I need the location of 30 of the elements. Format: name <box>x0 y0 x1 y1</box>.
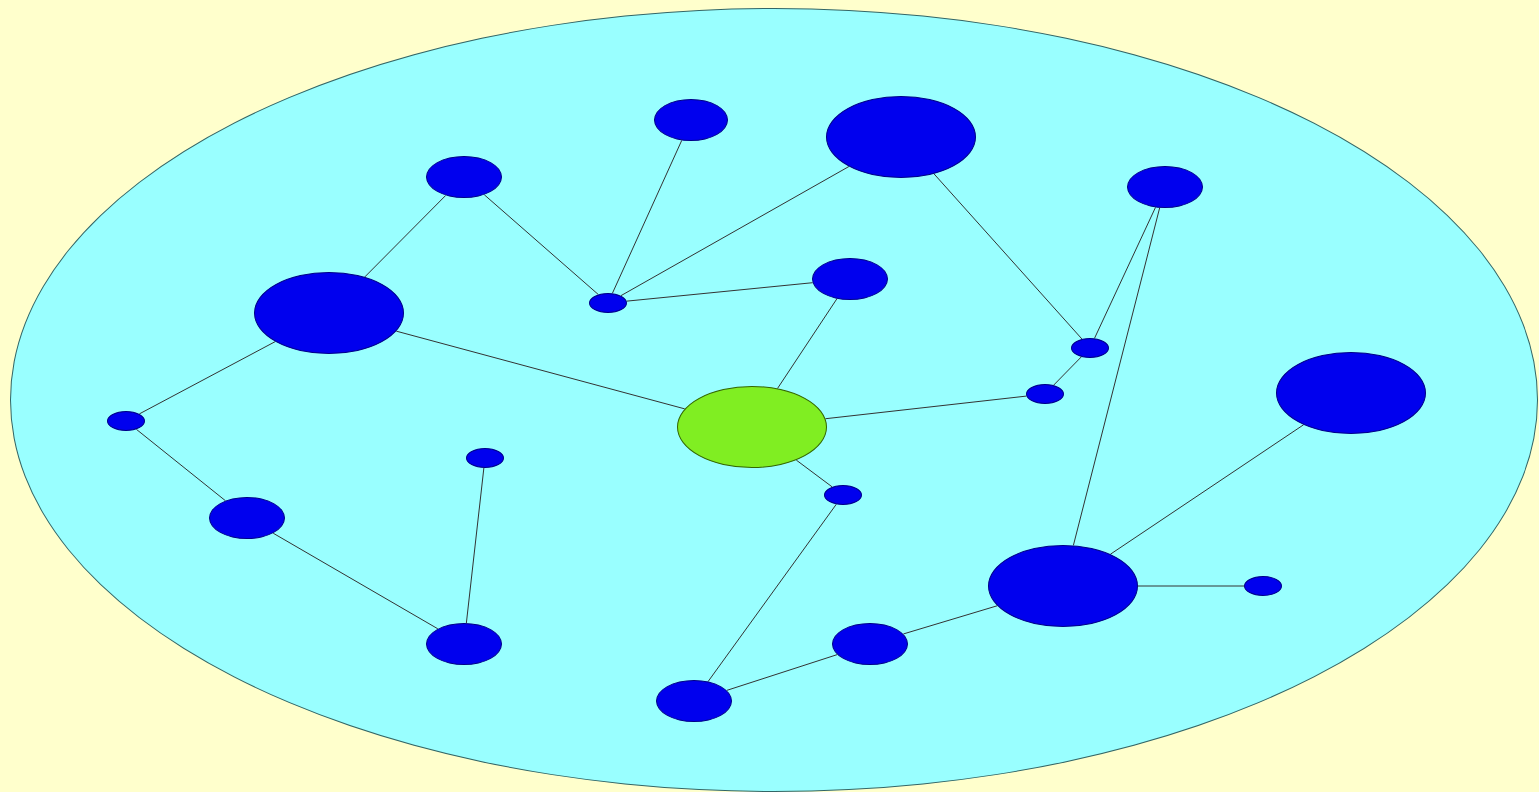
network-node <box>832 623 908 665</box>
connector-line <box>1053 356 1082 386</box>
connector-line <box>902 605 998 635</box>
network-node <box>1071 338 1109 358</box>
connector-line <box>1094 206 1157 339</box>
connector-line <box>933 173 1083 340</box>
network-node <box>589 293 627 313</box>
network-node <box>466 448 504 468</box>
connector-line <box>483 194 599 295</box>
network-node <box>107 411 145 431</box>
connector-line <box>726 654 838 691</box>
connector-line <box>1137 585 1245 587</box>
connector-line <box>626 282 814 302</box>
connector-line <box>707 503 837 682</box>
connector-line <box>272 532 439 630</box>
connector-line <box>620 166 850 297</box>
connector-line <box>465 467 485 624</box>
network-node <box>1244 576 1282 596</box>
connector-line <box>824 395 1027 420</box>
connector-line <box>364 194 447 278</box>
connector-line <box>795 459 833 488</box>
connector-line <box>1109 424 1305 555</box>
network-node <box>1026 384 1064 404</box>
connector-line <box>135 428 226 502</box>
connector-line <box>395 330 686 410</box>
network-node <box>824 485 862 505</box>
connector-line <box>611 139 683 294</box>
connector-line <box>777 298 838 389</box>
network-node <box>656 680 732 722</box>
connector-line <box>1072 207 1161 546</box>
